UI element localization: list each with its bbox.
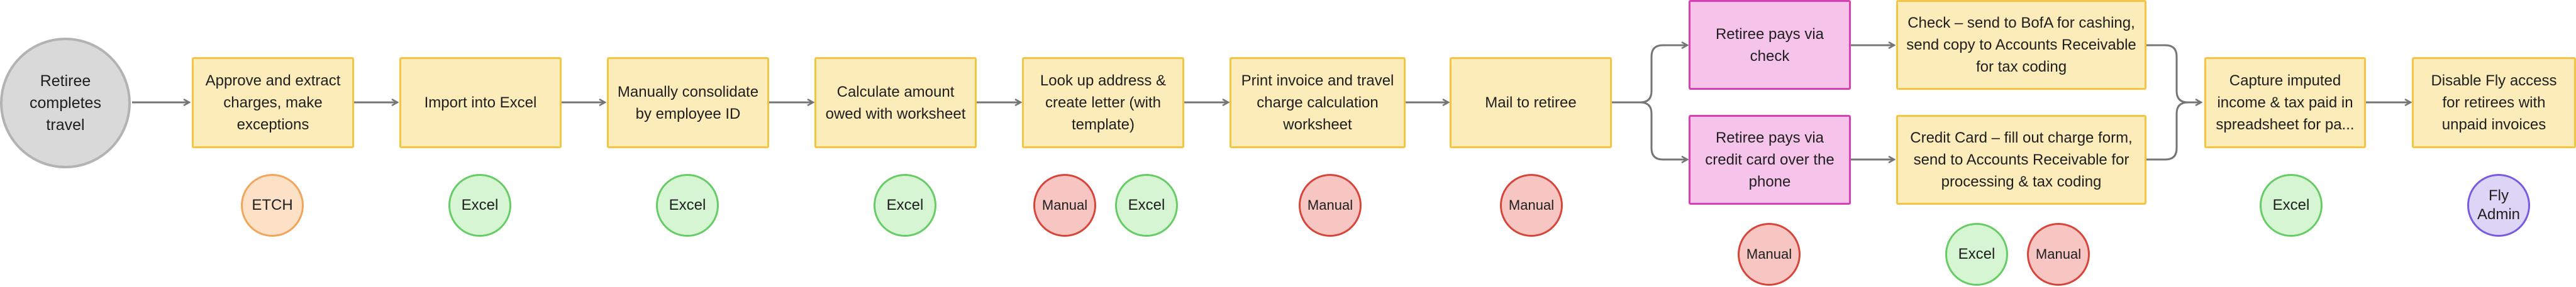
step-import: Import into Excel — [399, 57, 562, 148]
arrow-mail-fork — [1612, 45, 1687, 104]
tool-badge-manual-label: Manual — [1307, 197, 1353, 213]
tool-badge-manual-label: Manual — [1041, 197, 1088, 213]
step-pays-card: Retiree pays via credit card over the ph… — [1689, 115, 1851, 205]
start-label: Retiree completes travel — [30, 72, 101, 134]
step-card-form: Credit Card – fill out charge form, send… — [1896, 115, 2146, 205]
step-print-label: Print invoice and travel charge calculat… — [1241, 72, 1394, 133]
tool-badge-fly-admin: Fly Admin — [2467, 174, 2530, 237]
step-capture: Capture imputed income & tax paid in spr… — [2204, 57, 2366, 148]
tool-badge-manual: Manual — [1033, 174, 1096, 237]
tool-badge-excel-label: Excel — [2272, 197, 2310, 214]
step-consolidate-label: Manually consolidate by employee ID — [617, 83, 759, 122]
tool-badge-etch: ETCH — [241, 174, 304, 237]
step-disable: Disable Fly access for retirees with unp… — [2412, 57, 2576, 148]
step-mail: Mail to retiree — [1450, 57, 1612, 148]
tool-badge-excel: Excel — [2260, 174, 2323, 237]
step-pays-check: Retiree pays via check — [1689, 0, 1851, 90]
tool-badge-excel: Excel — [448, 174, 511, 237]
step-card-form-label: Credit Card – fill out charge form, send… — [1910, 129, 2133, 190]
step-approve: Approve and extract charges, make except… — [192, 57, 354, 148]
step-approve-label: Approve and extract charges, make except… — [205, 72, 341, 133]
arrow-bofa-merge — [2146, 44, 2201, 102]
tool-badge-excel-label: Excel — [1128, 197, 1165, 214]
tool-badge-excel: Excel — [1115, 174, 1178, 237]
tool-badge-manual: Manual — [1299, 174, 1362, 237]
tool-badge-etch-label: ETCH — [252, 197, 293, 214]
tool-badge-excel: Excel — [874, 174, 936, 237]
step-lookup: Look up address & create letter (with te… — [1022, 57, 1184, 148]
tool-badge-manual-label: Manual — [1746, 246, 1792, 262]
step-consolidate: Manually consolidate by employee ID — [607, 57, 769, 148]
step-capture-label: Capture imputed income & tax paid in spr… — [2216, 72, 2355, 133]
tool-badge-fly-admin-label: Fly Admin — [2477, 187, 2521, 223]
step-import-label: Import into Excel — [424, 94, 537, 111]
tool-badge-excel-label: Excel — [1958, 246, 1996, 263]
step-calculate: Calculate amount owed with worksheet — [814, 57, 977, 148]
tool-badge-manual-label: Manual — [2035, 246, 2082, 262]
start-node: Retiree completes travel — [0, 38, 131, 168]
tool-badge-excel-label: Excel — [461, 197, 499, 214]
tool-badge-excel: Excel — [656, 174, 719, 237]
step-pays-check-label: Retiree pays via check — [1715, 25, 1824, 65]
tool-badge-manual-label: Manual — [1508, 197, 1555, 213]
arrow-form-merge — [2146, 101, 2189, 161]
tool-badge-excel-label: Excel — [886, 197, 924, 214]
tool-badge-manual: Manual — [1738, 223, 1801, 286]
step-calculate-label: Calculate amount owed with worksheet — [825, 83, 966, 122]
tool-badge-excel: Excel — [1945, 223, 2008, 286]
step-disable-label: Disable Fly access for retirees with unp… — [2431, 72, 2557, 133]
step-check-bofa-label: Check – send to BofA for cashing, send c… — [1906, 14, 2136, 75]
tool-badge-manual: Manual — [1500, 174, 1563, 237]
step-lookup-label: Look up address & create letter (with te… — [1040, 72, 1167, 133]
tool-badge-manual: Manual — [2027, 223, 2090, 286]
step-pays-card-label: Retiree pays via credit card over the ph… — [1705, 129, 1835, 190]
step-print: Print invoice and travel charge calculat… — [1230, 57, 1406, 148]
step-mail-label: Mail to retiree — [1485, 94, 1577, 111]
arrow-mail-fork-lower — [1640, 101, 1687, 160]
tool-badge-excel-label: Excel — [669, 197, 706, 214]
step-check-bofa: Check – send to BofA for cashing, send c… — [1896, 0, 2146, 90]
